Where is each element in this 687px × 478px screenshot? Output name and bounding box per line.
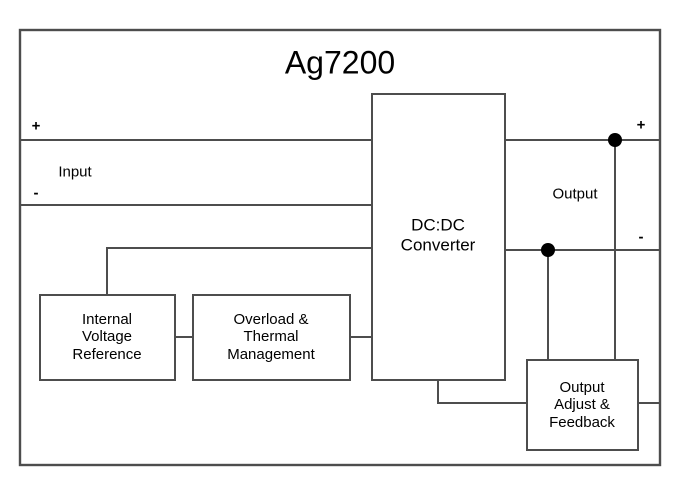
output-minus-junction-dot [541,243,555,257]
diagram-title: Ag7200 [284,44,396,81]
dcdc-converter-label: DC:DC Converter [400,215,476,254]
wire-dcdc-to-output-adjust [437,379,528,404]
internal-voltage-reference-label: Internal Voltage Reference [72,310,142,363]
wire-dcdc-to-ivr [106,247,373,296]
output-adjust-feedback-block [526,359,639,451]
input-label: Input [58,163,92,181]
dcdc-converter-block [371,93,506,381]
input-plus-label: + [31,117,41,135]
output-plus-junction-dot [608,133,622,147]
output-plus-label: + [636,116,646,134]
input-minus-label: - [33,184,39,202]
output-label: Output [552,185,598,203]
output-adjust-feedback-label: Output Adjust & Feedback [549,378,615,431]
output-minus-label: - [638,228,644,246]
overload-thermal-management-label: Overload & Thermal Management [227,310,315,363]
